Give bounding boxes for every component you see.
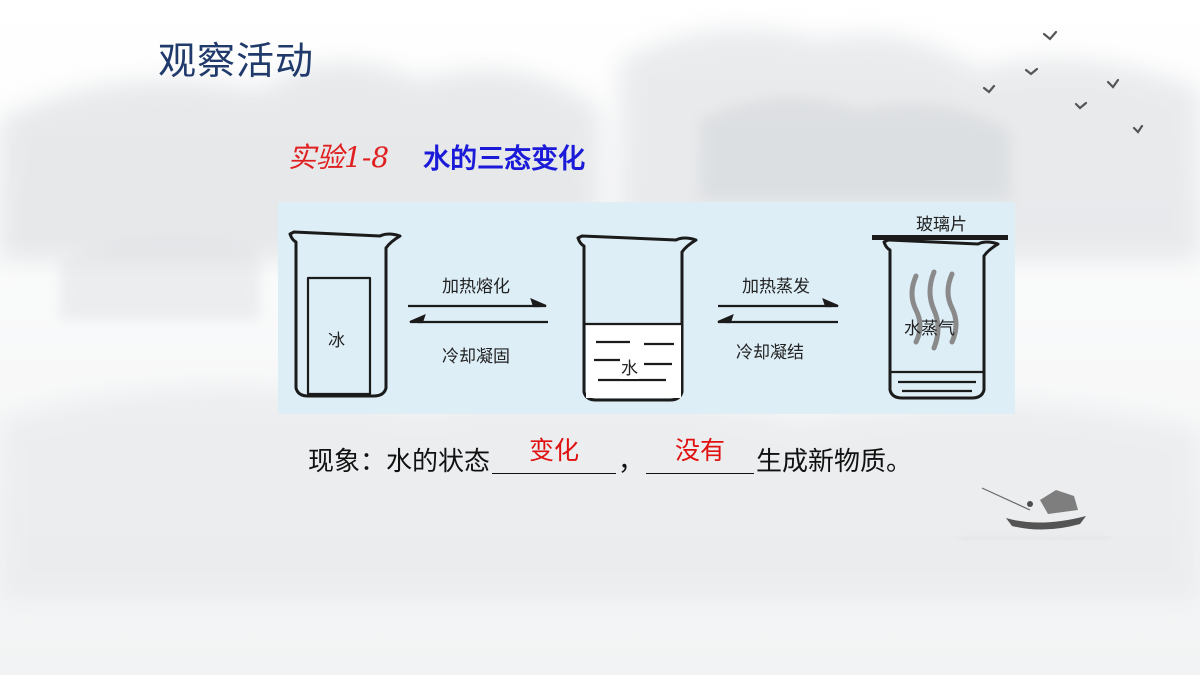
experiment-heading: 实验1-8 水的三态变化: [288, 136, 585, 176]
observation-sentence: 现象：水的状态 变化 ， 没有 生成新物质。: [308, 436, 913, 478]
observation-suffix: 生成新物质。: [756, 447, 913, 477]
experiment-number: 实验1-8: [288, 141, 390, 174]
observation-prefix: 现象：水的状态: [308, 447, 491, 477]
label-glass-plate: 玻璃片: [916, 215, 967, 235]
beaker-ice: [288, 230, 402, 398]
label-ice: 冰: [328, 331, 345, 351]
label-water: 水: [620, 354, 639, 379]
page-title: 观察活动: [158, 39, 315, 83]
vapor-wisps: [909, 269, 959, 351]
answer-blank-1[interactable]: 变化: [492, 436, 617, 474]
bird-icon: [982, 30, 1144, 134]
beaker-diagram: [288, 230, 1008, 402]
label-condensation: 冷却凝结: [736, 343, 804, 363]
transition-arrows: [408, 298, 839, 324]
three-states-figure: 冰 水 水蒸气 玻璃片 加热熔化 冷却凝固 加热蒸发 冷却凝结: [278, 202, 1015, 414]
answer-1: 变化: [529, 436, 580, 465]
beaker-vapor: [882, 238, 1000, 400]
answer-2: 没有: [675, 436, 726, 465]
label-evaporation: 加热蒸发: [742, 277, 810, 297]
residual-water-lines: [890, 370, 984, 393]
label-melting: 加热熔化: [442, 277, 510, 297]
ice-block: [306, 276, 372, 396]
experiment-title: 水的三态变化: [423, 143, 586, 175]
boat-icon: [959, 487, 1111, 542]
glass-plate: [872, 235, 1008, 240]
observation-comma: ，: [618, 447, 645, 477]
answer-blank-2[interactable]: 没有: [646, 436, 755, 474]
label-vapor: 水蒸气: [904, 319, 955, 339]
label-freezing: 冷却凝固: [442, 347, 510, 367]
water-surface-lines: [584, 322, 682, 382]
